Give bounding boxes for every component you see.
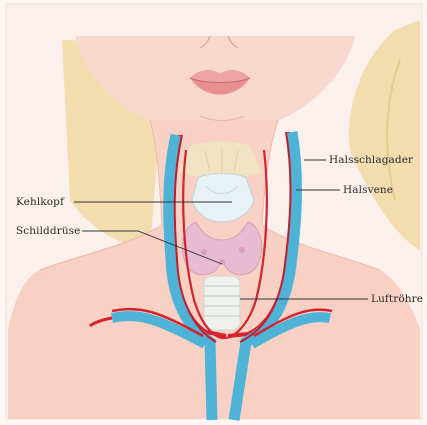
label-trachea: Luftröhre bbox=[371, 293, 423, 305]
thyroid-texture bbox=[239, 247, 245, 253]
trachea bbox=[204, 276, 240, 330]
hyoid-region bbox=[178, 142, 262, 179]
thyroid-texture bbox=[201, 249, 207, 255]
label-larynx: Kehlkopf bbox=[16, 196, 64, 208]
trachea-tube bbox=[204, 276, 240, 330]
label-carotid: Halsschlagader bbox=[329, 154, 413, 166]
label-thyroid: Schilddrüse bbox=[16, 225, 80, 237]
label-jugular: Halsvene bbox=[343, 184, 393, 196]
larynx bbox=[192, 174, 254, 223]
thyroid-texture bbox=[219, 259, 225, 265]
